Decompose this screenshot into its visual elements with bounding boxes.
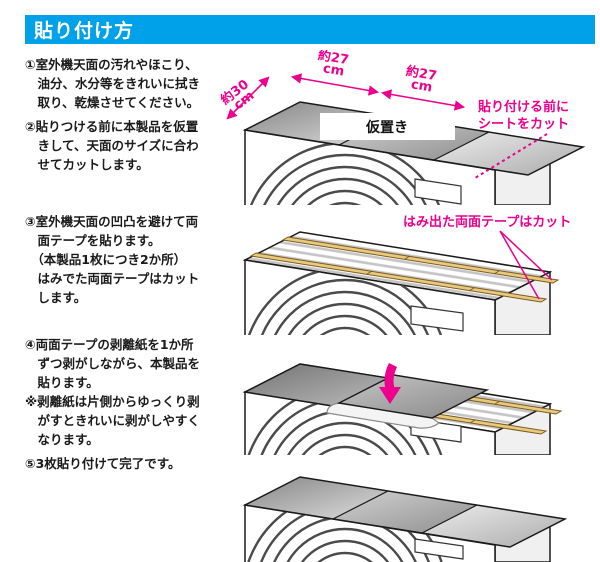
service-panel [414,538,464,560]
instruction-step-5: ⑤3枚貼り付けて完了です。 [25,456,181,471]
measurement-depth-30cm: 約30 cm [218,74,270,120]
page-title: 貼り付け方 [34,20,135,42]
depth-label: 約30 cm [218,74,263,118]
release-liner [326,402,441,429]
cut-line [474,133,548,179]
instruction-step-4: ④両面テープの剥離紙を1か所 ずつ剥がしながら、本製品を 貼ります。 ※剥離紙は… [25,337,201,447]
instruction-step-2: ②貼りつける前に本製品を仮置 きして、天面のサイズに合わ せてカットします。 [25,119,199,172]
diagram-step3-tape-application: はみ出た両面テープはカット [215,200,600,335]
pointer-lines [499,230,553,300]
cut-note-line1: 貼り付ける前に [478,99,569,115]
tape-cut-note: はみ出た両面テープはカット [403,214,571,230]
temporary-placement-label: 仮置き [365,119,408,136]
measurement-width-27cm-2: 約27 cm [380,63,466,111]
diagram-step5-completed [215,455,600,562]
service-panel [414,178,462,205]
protruding-tape-annotation: はみ出た両面テープはカット [403,214,571,300]
service-panel [410,305,464,332]
sheet-panel-attaching [336,374,490,419]
diagram-step2-temporary-placement: 仮置き 約30 cm 約27 cm 約27 cm 貼り付ける前に シートをカット [215,50,600,205]
instruction-step-3: ③室外機天面の凹凸を避けて両 面テープを貼ります。 （本製品1枚につき2か所） … [25,214,200,305]
instruction-step-1: ①室外機天面の汚れやほこり、 油分、水分等をきれいに拭き 取り、乾燥させてくださ… [25,57,201,110]
press-down-arrow-icon [379,362,401,404]
width-label-1: 約27 cm [315,50,355,81]
temporary-placement-callout: 仮置き [320,113,455,140]
cut-note-line2: シートをカット [478,117,569,132]
cut-before-attaching-annotation: 貼り付ける前に シートをカット [474,99,569,179]
width-label-2: 約27 cm [403,63,443,96]
measurement-width-27cm-1: 約27 cm [290,50,380,96]
outdoor-unit [242,231,553,335]
diagram-step4-attach-sheets [215,337,600,455]
tape-strips [249,236,560,303]
section-header: 貼り付け方 [25,15,595,44]
sheet-overlay [242,476,568,548]
